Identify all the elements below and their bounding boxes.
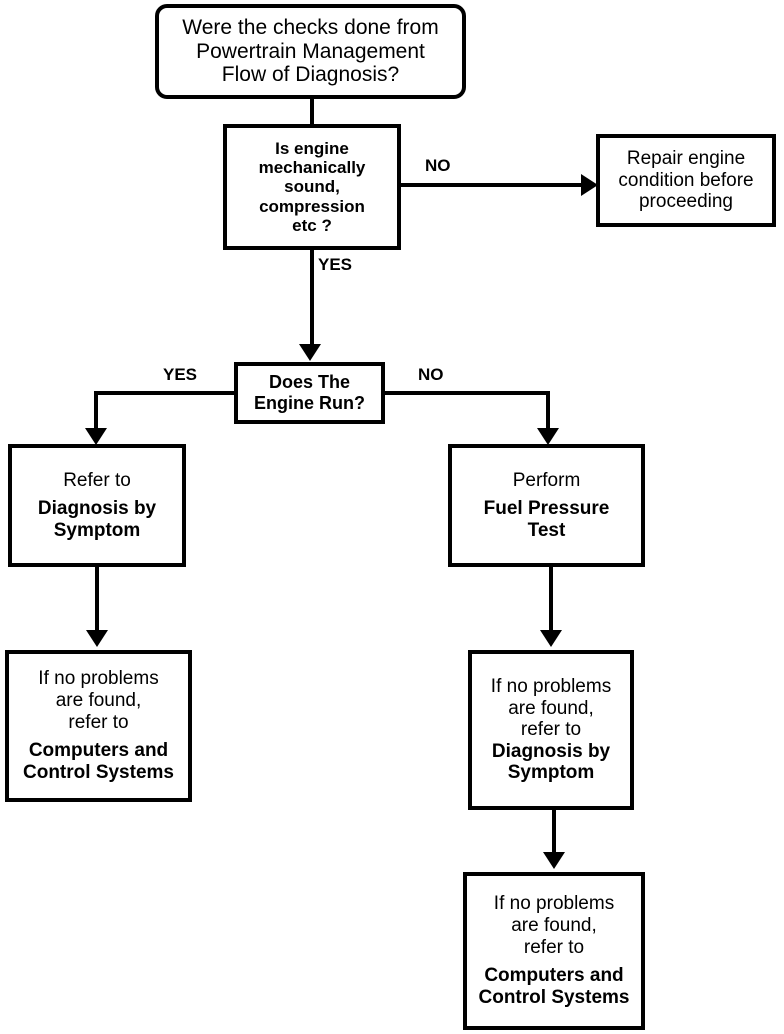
node-refer-line-1: Refer to <box>63 469 131 491</box>
node-right-sym-line-1: If no problems <box>490 675 612 697</box>
edge-refer-to-left-computers <box>95 567 99 633</box>
edge-label-mechanical-no: NO <box>425 156 451 175</box>
node-engine-run-question[interactable]: Does The Engine Run? <box>234 362 385 424</box>
edge-run-yes-vertical <box>94 391 98 435</box>
node-fuel-line-1: Perform <box>512 469 581 491</box>
node-repair-line-3: proceeding <box>638 191 734 213</box>
edge-run-no-vertical <box>546 391 550 435</box>
node-fuel-line-2: Fuel Pressure <box>483 498 610 520</box>
node-right-diagnosis-by-symptom[interactable]: If no problems are found, refer to Diagn… <box>468 650 634 810</box>
node-mechanical-line-3: sound, <box>284 177 340 197</box>
node-mechanical-line-1: Is engine <box>275 138 349 158</box>
arrowhead-to-engine-run <box>299 344 321 361</box>
node-left-comp-line-4: Computers and <box>28 740 169 762</box>
node-refer-line-2: Diagnosis by <box>37 498 157 520</box>
node-right-sym-line-5: Symptom <box>507 762 595 784</box>
edge-start-to-mechanical <box>310 99 314 126</box>
node-left-comp-line-5: Control Systems <box>23 761 174 783</box>
node-right-computers-control-systems[interactable]: If no problems are found, refer to Compu… <box>463 872 645 1030</box>
arrowhead-to-left-computers <box>86 630 108 647</box>
node-left-comp-line-3: refer to <box>68 711 129 733</box>
edge-run-yes-horizontal <box>94 391 236 395</box>
edge-run-no-horizontal <box>383 391 550 395</box>
edge-mechanical-yes-to-run <box>310 250 314 346</box>
node-right-comp-line-5: Control Systems <box>478 986 630 1008</box>
node-start-question[interactable]: Were the checks done from Powertrain Man… <box>155 4 466 99</box>
node-right-comp-line-1: If no problems <box>493 893 615 915</box>
node-right-sym-line-2: are found, <box>508 697 594 719</box>
edge-right-symptom-to-right-computers <box>552 810 556 855</box>
node-right-comp-line-2: are found, <box>511 915 597 937</box>
node-mechanical-line-2: mechanically <box>258 157 366 177</box>
node-repair-engine[interactable]: Repair engine condition before proceedin… <box>596 134 776 227</box>
arrowhead-to-repair <box>581 174 598 196</box>
node-repair-line-2: condition before <box>618 169 754 191</box>
edge-label-run-no: NO <box>418 365 444 384</box>
node-start-line-3: Flow of Diagnosis? <box>221 63 400 87</box>
edge-mechanical-no-to-repair <box>401 183 586 187</box>
node-mechanical-check[interactable]: Is engine mechanically sound, compressio… <box>223 124 401 250</box>
edge-label-run-yes: YES <box>163 365 198 384</box>
node-refer-diagnosis-by-symptom[interactable]: Refer to Diagnosis by Symptom <box>8 444 186 567</box>
arrowhead-to-fuel-pressure <box>537 428 559 445</box>
arrowhead-to-right-computers <box>543 852 565 869</box>
node-right-comp-line-4: Computers and <box>484 965 624 987</box>
node-engine-run-line-1: Does The <box>268 372 351 393</box>
node-start-line-1: Were the checks done from <box>182 15 439 39</box>
edge-label-mechanical-yes: YES <box>318 255 353 274</box>
node-mechanical-line-4: compression <box>259 196 365 216</box>
node-engine-run-line-2: Engine Run? <box>254 393 365 413</box>
node-refer-line-3: Symptom <box>53 519 141 541</box>
arrowhead-to-refer-symptom <box>85 428 107 445</box>
node-mechanical-line-5: etc ? <box>292 216 332 236</box>
node-left-comp-line-1: If no problems <box>38 668 159 690</box>
node-repair-line-1: Repair engine <box>626 148 746 170</box>
node-left-computers-control-systems[interactable]: If no problems are found, refer to Compu… <box>5 650 192 802</box>
node-left-comp-line-2: are found, <box>55 690 142 712</box>
node-right-sym-line-3: refer to <box>520 719 582 741</box>
node-right-sym-line-4: Diagnosis by <box>491 740 611 762</box>
arrowhead-to-right-symptom <box>540 630 562 647</box>
node-fuel-line-3: Test <box>527 519 566 541</box>
edge-fuel-to-right-symptom <box>549 567 553 633</box>
node-fuel-pressure-test[interactable]: Perform Fuel Pressure Test <box>448 444 645 567</box>
node-right-comp-line-3: refer to <box>523 936 585 958</box>
node-start-line-2: Powertrain Management <box>196 39 425 63</box>
